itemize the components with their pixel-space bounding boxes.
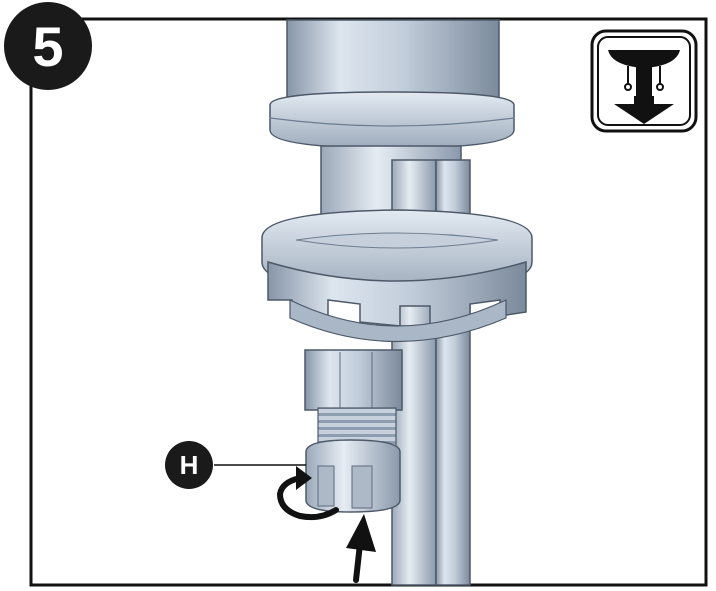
- push-up-arrow-icon: [346, 514, 376, 583]
- callout-badge: [165, 441, 213, 489]
- under-sink-mount-arrow-down-icon: [590, 29, 698, 133]
- mounting-nut: [261, 209, 533, 343]
- callout-label: H: [180, 450, 199, 480]
- rotate-arrow-icon: [276, 466, 339, 521]
- nut-h: [305, 439, 401, 513]
- hex-nut: [304, 349, 403, 411]
- step-number-badge: 5: [4, 2, 92, 90]
- step-number: 5: [32, 15, 63, 78]
- faucet-base-ring: [269, 91, 515, 149]
